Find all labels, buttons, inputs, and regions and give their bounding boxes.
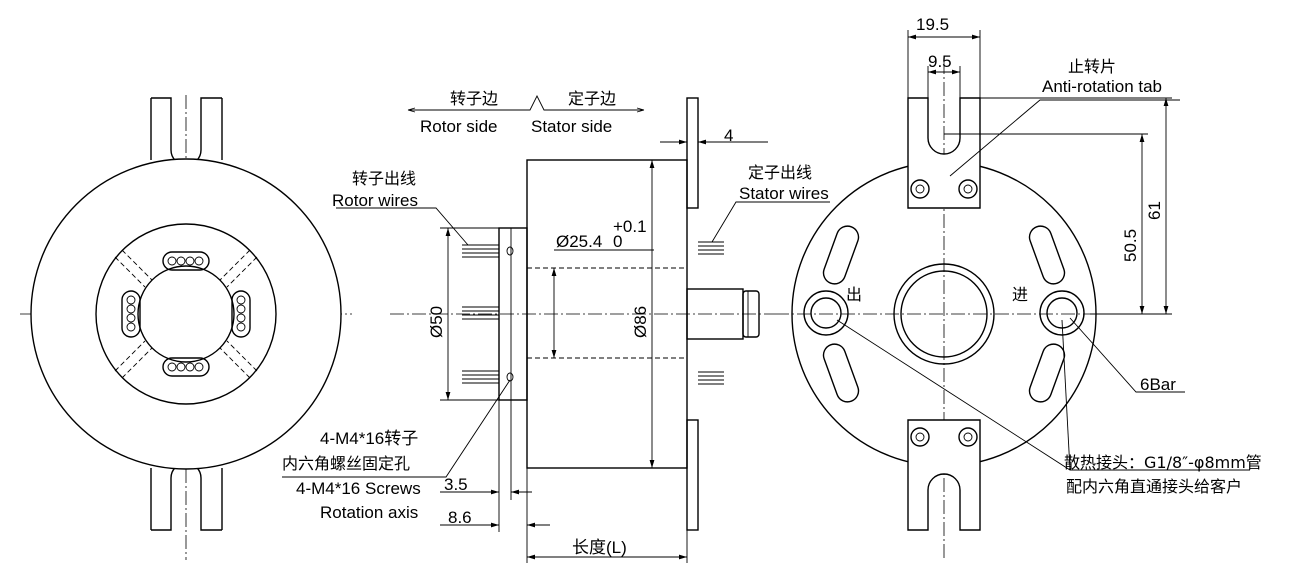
rotor-wires-label: Rotor wires: [332, 191, 418, 210]
screws-label: 4-M4*16 Screws: [296, 479, 421, 498]
stator-end-view: [775, 30, 1250, 560]
rotor-side-cn-label: 转子边: [450, 89, 498, 108]
flange-thickness-dim: 4: [724, 126, 733, 145]
dim-3-5: 3.5: [444, 475, 468, 494]
body-dia-dim: Ø86: [631, 306, 650, 338]
anti-rotation-label: Anti-rotation tab: [1042, 77, 1162, 96]
stator-side-label: Stator side: [531, 117, 612, 136]
rotor-dia-dim: Ø50: [427, 306, 446, 338]
screws-cn-label-1: 4-M4*16转子: [320, 429, 418, 448]
pressure-label: 6Bar: [1140, 375, 1176, 394]
rotor-end-view: [20, 95, 352, 560]
bore-tol-upper: +0.1: [613, 217, 647, 236]
rotor-wires-cn-label: 转子出线: [352, 169, 416, 188]
fitting-cn-label-2: 配内六角直通接头给客户: [1066, 477, 1242, 496]
inlet-label: 进: [1012, 285, 1028, 304]
dim-50-5: 50.5: [1121, 229, 1140, 262]
anti-rotation-cn-label: 止转片: [1068, 57, 1116, 76]
slot-width-dim: 9.5: [928, 52, 952, 71]
outlet-label: 出: [846, 285, 862, 304]
tab-width-dim: 19.5: [916, 15, 949, 34]
stator-wires-label: Stator wires: [739, 184, 829, 203]
bore-dia-dim: Ø25.4: [556, 232, 602, 251]
bore-tol-lower: 0: [613, 232, 622, 251]
dim-61: 61: [1145, 201, 1164, 220]
screws-cn-label-2: 内六角螺丝固定孔: [282, 454, 410, 473]
dim-8-6: 8.6: [448, 508, 472, 527]
fitting-cn-label-1: 散热接头：G1/8″-φ8mm管: [1064, 453, 1262, 472]
length-dim: 长度(L): [572, 538, 627, 557]
stator-wires-cn-label: 定子出线: [748, 163, 812, 182]
rotation-axis-label: Rotation axis: [320, 503, 418, 522]
stator-side-cn-label: 定子边: [568, 89, 616, 108]
rotor-side-label: Rotor side: [420, 117, 497, 136]
side-view: [282, 94, 830, 563]
